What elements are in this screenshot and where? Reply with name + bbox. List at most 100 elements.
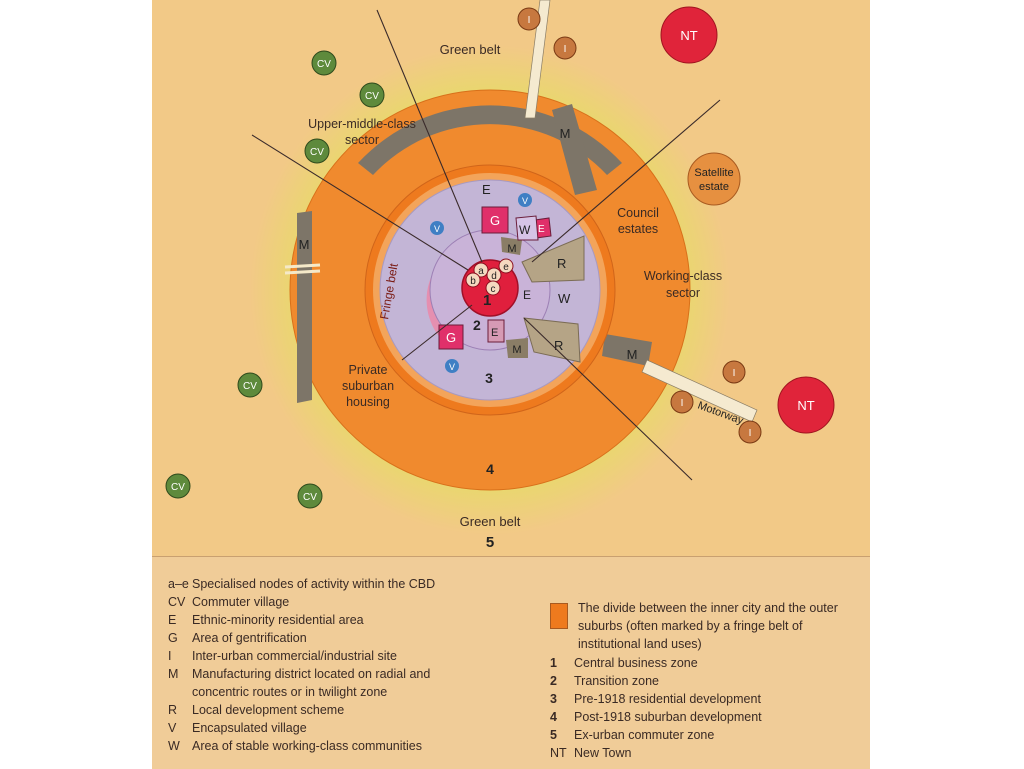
working-label-upper: W [519, 223, 531, 237]
gentrification-label-lower: G [446, 330, 456, 345]
development-scheme-lower [523, 317, 581, 363]
ethnic-label-top: E [482, 182, 491, 197]
urban-model-diagram: M M M R R M M E E E E [165, 0, 835, 551]
encapsulated-village-2: V [518, 193, 532, 207]
inter-urban-site-2: I [553, 36, 577, 60]
legend-key: I [168, 649, 172, 663]
svg-text:V: V [434, 224, 440, 234]
commuter-village-1: CV [311, 50, 337, 76]
manufacturing-radial-upper [552, 104, 597, 195]
ethnic-label-lower: E [491, 327, 498, 339]
legend-text: Area of gentrification [192, 631, 307, 645]
private-label-1: Private [349, 363, 388, 377]
private-label-3: housing [346, 395, 390, 409]
new-town-east [777, 376, 835, 434]
legend-key: E [168, 613, 177, 627]
cbd-node-a [473, 262, 489, 278]
green-belt-label-top: Green belt [440, 42, 501, 57]
commuter-village-4: CV [237, 372, 263, 398]
legend-key: 5 [550, 728, 557, 742]
svg-text:CV: CV [310, 147, 324, 158]
cbd-node-e-label: e [503, 262, 509, 273]
legend-text: Ex-urban commuter zone [574, 728, 715, 742]
legend-text: Manufacturing district located on radial… [192, 667, 431, 681]
legend-key: G [168, 631, 178, 645]
legend-key: 3 [550, 692, 557, 706]
working-class-label-2: sector [666, 286, 700, 300]
legend-text: Specialised nodes of activity within the… [192, 577, 436, 591]
inter-urban-site-5: I [738, 420, 762, 444]
cbd-node-c-label: c [491, 284, 496, 295]
cbd-node-b-label: b [470, 276, 476, 287]
legend-key: 2 [550, 674, 557, 688]
svg-text:I: I [733, 368, 736, 379]
working-area-upper [515, 215, 539, 241]
inter-urban-site-3: I [722, 360, 746, 384]
legend-text: Post-1918 suburban development [574, 710, 762, 724]
zone-5-number: 5 [486, 534, 494, 551]
upper-middle-label-1: Upper-middle-class [308, 117, 416, 131]
ethnic-label-upper: E [538, 224, 545, 235]
commuter-village-3: CV [304, 138, 330, 164]
svg-text:I: I [564, 44, 567, 55]
green-belt-label-bottom: Green belt [460, 514, 521, 529]
legend-swatch-fringe [550, 603, 568, 629]
new-town-north [660, 6, 718, 64]
satellite-estate [687, 152, 741, 206]
legend-key: W [168, 739, 180, 753]
private-label-2: suburban [342, 379, 394, 393]
manufacturing-inner-label-upper: M [507, 243, 516, 255]
manufacturing-inner-label-lower: M [512, 344, 521, 356]
legend-key: R [168, 703, 178, 717]
legend: a–e Specialised nodes of activity within… [152, 556, 870, 769]
legend-fringe-line-2: suburbs (often marked by a fringe belt o… [578, 619, 803, 633]
council-label-2: estates [618, 222, 658, 236]
legend-key: M [168, 667, 179, 681]
zone-1-number: 1 [483, 292, 491, 309]
new-town-east-label: NT [797, 398, 814, 413]
encapsulated-village-1: V [430, 221, 444, 235]
new-town-north-label: NT [680, 28, 697, 43]
manufacturing-radial-right [602, 334, 652, 366]
cbd-nodes: a b d e c [465, 258, 514, 296]
working-class-label-1: Working-class [644, 269, 722, 283]
legend-text: Central business zone [574, 656, 698, 670]
upper-middle-label-2: sector [345, 133, 379, 147]
legend-key: 4 [550, 710, 557, 724]
satellite-label-2: estate [699, 181, 729, 193]
legend-text: concentric routes or in twilight zone [192, 685, 388, 699]
legend-text: Commuter village [192, 595, 290, 609]
svg-text:CV: CV [303, 492, 317, 503]
legend-key: NT [550, 746, 567, 760]
satellite-label-1: Satellite [694, 167, 733, 179]
legend-key: 1 [550, 656, 557, 670]
legend-text: Pre-1918 residential development [574, 692, 761, 706]
legend-text: Ethnic-minority residential area [192, 613, 364, 627]
legend-fringe-line-3: institutional land uses) [578, 637, 702, 651]
ethnic-area-lower [487, 319, 505, 343]
working-label-lower: W [558, 291, 571, 306]
legend-text: Area of stable working-class communities [192, 739, 422, 753]
development-label-lower: R [554, 338, 563, 353]
manufacturing-inner-upper [501, 237, 522, 255]
encapsulated-village-3: V [445, 359, 459, 373]
council-label-1: Council [617, 206, 659, 220]
manufacturing-band-left [297, 211, 312, 403]
svg-text:CV: CV [365, 91, 379, 102]
legend-fringe-line-1: The divide between the inner city and th… [578, 601, 838, 615]
cbd-node-d-label: d [491, 271, 497, 282]
svg-text:I: I [749, 428, 752, 439]
road-break-left [284, 263, 321, 275]
zone-3-number: 3 [485, 370, 493, 386]
gentrification-box-upper [481, 206, 509, 234]
cbd-node-b [465, 272, 481, 288]
commuter-village-5: CV [165, 473, 191, 499]
legend-text: New Town [574, 746, 632, 760]
svg-text:I: I [681, 398, 684, 409]
manufacturing-label-left: M [299, 237, 310, 252]
svg-text:I: I [528, 15, 531, 26]
gentrification-box-lower [438, 324, 464, 350]
svg-text:CV: CV [171, 482, 185, 493]
manufacturing-label-right: M [627, 347, 638, 362]
radial-roads [251, 9, 721, 481]
